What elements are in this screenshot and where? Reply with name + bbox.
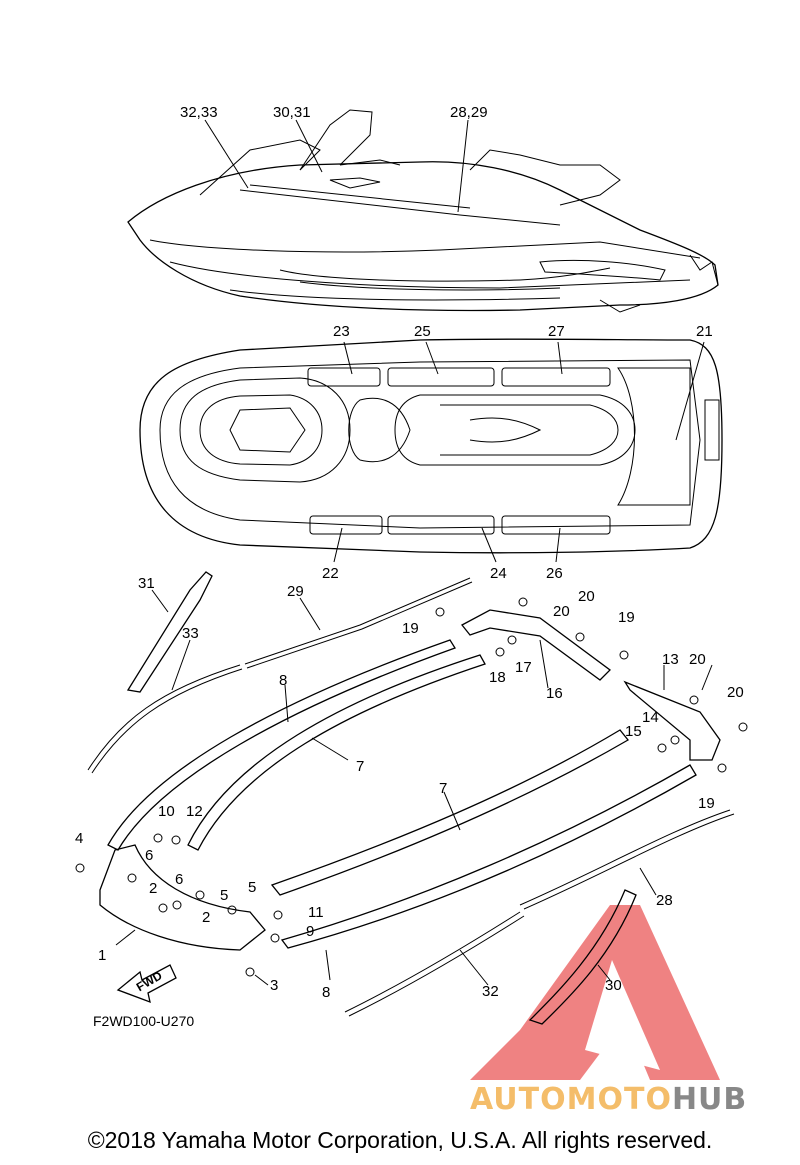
callout-1: 1 — [98, 947, 106, 964]
callout-30-31: 30,31 — [273, 104, 311, 121]
watermark-part2: HUB — [671, 1082, 748, 1117]
side-view-hull — [127, 109, 719, 313]
callout-32: 32 — [482, 983, 499, 1000]
callout-5-a: 5 — [220, 887, 228, 904]
callout-7-b: 7 — [439, 780, 447, 797]
callout-11: 11 — [308, 904, 324, 921]
callout-20-b: 20 — [578, 588, 595, 605]
exploded-parts — [75, 571, 748, 1025]
callout-12: 12 — [186, 803, 203, 820]
callout-8-a: 8 — [279, 672, 287, 689]
watermark-part1: AUTOMOTO — [470, 1082, 672, 1117]
diagram-code: F2WD100-U270 — [93, 1013, 195, 1029]
callout-14: 14 — [642, 709, 659, 726]
watermark-text: AUTOMOTOHUB — [470, 1082, 747, 1117]
top-view-leaders — [333, 341, 705, 563]
exploded-leaders — [115, 589, 713, 986]
callout-19-a: 19 — [402, 620, 419, 637]
callout-18: 18 — [489, 669, 506, 686]
callout-29: 29 — [287, 583, 304, 600]
callout-26: 26 — [546, 565, 563, 582]
callout-24: 24 — [490, 565, 507, 582]
callout-labels: 32,33 30,31 28,29 23 25 27 21 22 24 26 3… — [75, 104, 744, 1001]
callout-28: 28 — [656, 892, 673, 909]
callout-19-c: 19 — [698, 795, 715, 812]
callout-2-a: 2 — [149, 880, 157, 897]
callout-17: 17 — [515, 659, 532, 676]
watermark-logo-icon — [470, 905, 720, 1080]
callout-7-a: 7 — [356, 758, 364, 775]
callout-20-c: 20 — [689, 651, 706, 668]
callout-33: 33 — [182, 625, 199, 642]
callout-31: 31 — [138, 575, 155, 592]
callout-3: 3 — [270, 977, 278, 994]
callout-30: 30 — [605, 977, 622, 994]
callout-20-a: 20 — [553, 603, 570, 620]
callout-5-b: 5 — [248, 879, 256, 896]
callout-27: 27 — [548, 323, 565, 340]
callout-23: 23 — [333, 323, 350, 340]
fwd-arrow-label: FWD — [134, 968, 165, 994]
callout-6-a: 6 — [145, 847, 153, 864]
callout-15: 15 — [625, 723, 642, 740]
callout-10: 10 — [158, 803, 175, 820]
top-view-hull — [139, 338, 723, 554]
callout-32-33: 32,33 — [180, 104, 218, 121]
copyright-text: ©2018 Yamaha Motor Corporation, U.S.A. A… — [87, 1127, 713, 1153]
callout-20-d: 20 — [727, 684, 744, 701]
callout-9: 9 — [306, 923, 314, 940]
callout-13: 13 — [662, 651, 679, 668]
callout-8-b: 8 — [322, 984, 330, 1001]
callout-19-b: 19 — [618, 609, 635, 626]
callout-6-b: 6 — [175, 871, 183, 888]
callout-4: 4 — [75, 830, 83, 847]
callout-21: 21 — [696, 323, 713, 340]
callout-2-b: 2 — [202, 909, 210, 926]
callout-22: 22 — [322, 565, 339, 582]
side-view-leaders — [204, 119, 469, 213]
callout-28-29: 28,29 — [450, 104, 488, 121]
callout-16: 16 — [546, 685, 563, 702]
callout-25: 25 — [414, 323, 431, 340]
